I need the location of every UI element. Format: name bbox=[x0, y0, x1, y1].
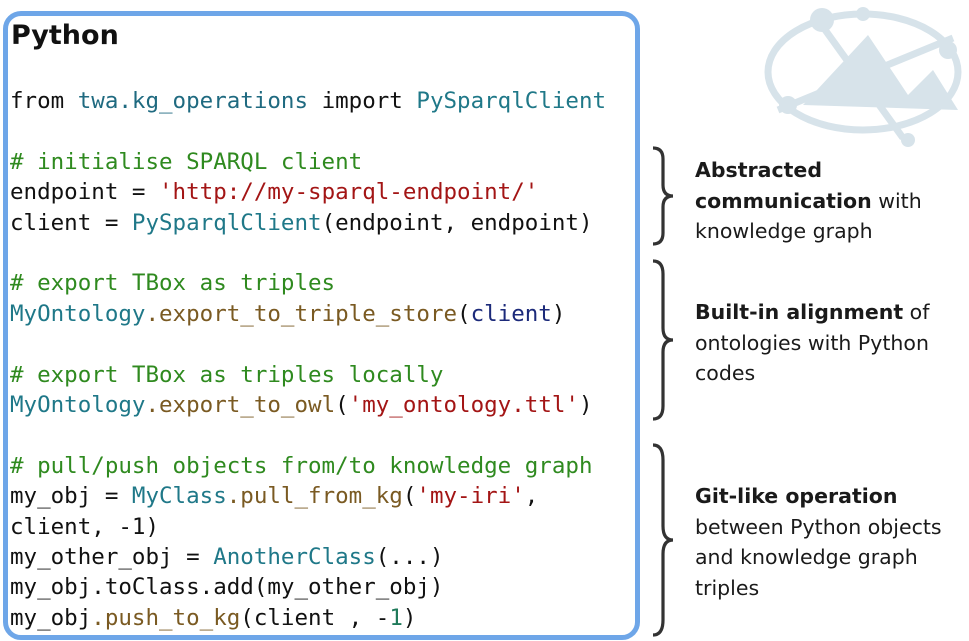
code-token: my_obj = bbox=[10, 483, 132, 510]
annotation-1: Abstracted communication with knowledge … bbox=[695, 155, 965, 247]
code-token: , bbox=[524, 483, 539, 510]
code-line: client, -1) bbox=[10, 513, 159, 541]
brace-icon bbox=[652, 443, 674, 637]
code-token: ( bbox=[335, 392, 349, 418]
code-token: .export_to_owl bbox=[145, 392, 336, 418]
code-token: client bbox=[470, 300, 552, 327]
code-token: ) bbox=[578, 392, 593, 418]
code-token: my_obj.toClass.add(my_other_obj) bbox=[10, 574, 444, 601]
annotation-text: with knowledge graph bbox=[695, 188, 922, 244]
logo-icon bbox=[764, 7, 962, 147]
code-token: # export TBox as triples locally bbox=[10, 361, 444, 388]
annotation-emphasis: Git-like operation bbox=[695, 484, 898, 508]
brace-icon bbox=[652, 259, 674, 421]
code-line: my_obj.push_to_kg(client , -1) bbox=[10, 604, 416, 632]
code-token: (client , - bbox=[240, 604, 390, 631]
code-token: client, -1) bbox=[10, 513, 160, 540]
code-line: from twa.kg_operations import PySparqlCl… bbox=[10, 87, 606, 115]
annotation-emphasis: Abstracted communication bbox=[695, 158, 872, 213]
code-token: (endpoint, endpoint) bbox=[321, 209, 593, 236]
code-token: .pull_from_kg bbox=[226, 483, 403, 510]
code-token: ( bbox=[457, 300, 471, 327]
code-line: # pull/push objects from/to knowledge gr… bbox=[10, 452, 592, 480]
code-token: MyOntology bbox=[10, 392, 146, 418]
code-line: client = PySparqlClient(endpoint, endpoi… bbox=[10, 209, 593, 237]
code-line: MyOntology.export_to_triple_store(client… bbox=[10, 300, 565, 328]
code-token: endpoint = bbox=[10, 179, 160, 206]
code-line: # export TBox as triples locally bbox=[10, 361, 443, 389]
code-panel bbox=[3, 11, 640, 640]
code-token: MyOntology bbox=[10, 300, 146, 327]
code-token: .push_to_kg bbox=[91, 604, 241, 631]
code-token: client = bbox=[10, 209, 132, 236]
code-token: # initialise SPARQL client bbox=[10, 148, 363, 175]
code-token: my_other_obj = bbox=[10, 544, 214, 570]
code-token: from bbox=[10, 88, 78, 114]
code-token: 1 bbox=[389, 604, 403, 631]
annotation-text: between Python objects and knowledge gra… bbox=[695, 514, 942, 600]
code-token: twa.kg_operations bbox=[77, 88, 309, 114]
code-line: MyOntology.export_to_owl('my_ontology.tt… bbox=[10, 391, 593, 419]
code-token: 'my_ontology.ttl' bbox=[348, 392, 579, 418]
code-line: my_obj = MyClass.pull_from_kg('my-iri', bbox=[10, 482, 538, 510]
code-token: 'http://my-sparql-endpoint/' bbox=[159, 179, 539, 206]
code-token: 'my-iri' bbox=[416, 483, 525, 510]
code-token: .export_to_triple_store bbox=[145, 300, 458, 327]
code-token: PySparqlClient bbox=[131, 209, 322, 236]
code-token: import bbox=[308, 88, 417, 114]
code-line: my_obj.toClass.add(my_other_obj) bbox=[10, 573, 443, 601]
code-line: my_other_obj = AnotherClass(...) bbox=[10, 543, 444, 571]
code-token: (...) bbox=[375, 544, 444, 570]
code-token: ( bbox=[402, 483, 417, 510]
annotation-emphasis: Built-in alignment bbox=[695, 300, 904, 324]
code-line: # export TBox as triples bbox=[10, 269, 335, 297]
brace-icon bbox=[652, 146, 674, 246]
code-token: # export TBox as triples bbox=[10, 270, 336, 297]
code-token: PySparqlClient bbox=[416, 88, 607, 114]
code-token: ) bbox=[402, 604, 417, 631]
code-line: # initialise SPARQL client bbox=[10, 148, 362, 176]
code-token: AnotherClass bbox=[213, 544, 376, 570]
annotation-2: Built-in alignment of ontologies with Py… bbox=[695, 297, 965, 389]
code-token: MyClass bbox=[131, 483, 227, 510]
code-token: # pull/push objects from/to knowledge gr… bbox=[10, 452, 593, 479]
code-token: my_obj bbox=[10, 604, 92, 631]
panel-title: Python bbox=[11, 20, 119, 51]
annotation-text: of ontologies with Python codes bbox=[695, 300, 930, 385]
annotation-3: Git-like operation between Python object… bbox=[695, 481, 965, 603]
code-token: ) bbox=[551, 300, 566, 327]
code-line: endpoint = 'http://my-sparql-endpoint/' bbox=[10, 178, 538, 206]
